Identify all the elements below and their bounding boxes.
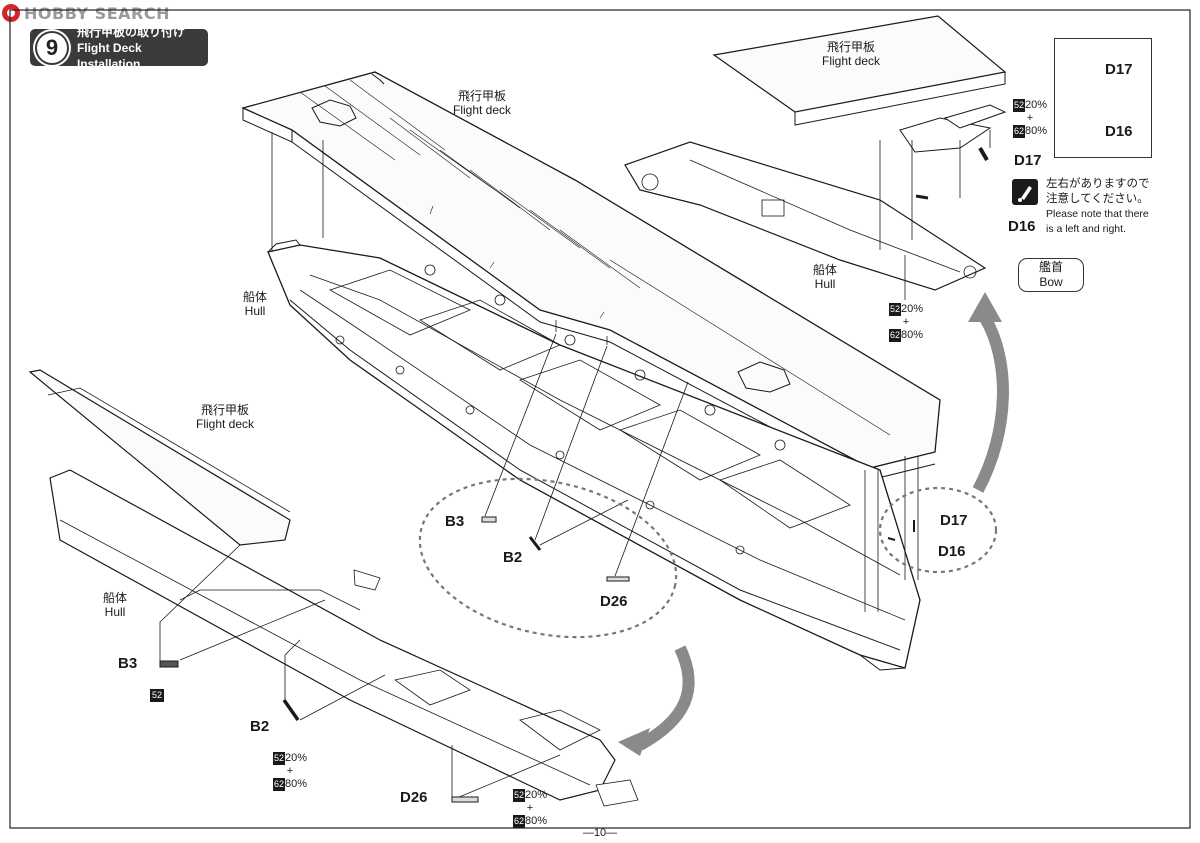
step-number: 9 xyxy=(35,30,69,65)
note-jp-line2: 注意してください。 xyxy=(1046,193,1149,205)
detail-arrow-left-head xyxy=(618,728,650,756)
detail-left-view xyxy=(28,369,639,807)
detail-arrow-right-head xyxy=(968,292,1002,322)
main-hull xyxy=(267,239,921,671)
page-number: —10— xyxy=(582,827,618,839)
brand-watermark: HOBBY SEARCH xyxy=(2,2,170,24)
detail-callout-ellipse-left xyxy=(418,477,678,639)
detail-bow-view xyxy=(624,15,1007,300)
bow-label-box: 艦首 Bow xyxy=(1018,258,1084,292)
brand-name: HOBBY SEARCH xyxy=(24,3,170,23)
bow-label-en: Bow xyxy=(1039,275,1063,289)
inset-label-d17: D17 xyxy=(1105,61,1133,78)
small-parts-upper xyxy=(481,516,915,582)
note-en-line2: is a left and right. xyxy=(1046,223,1126,235)
part-inset-box: D17 D16 xyxy=(1054,38,1152,158)
detail-arrow-right xyxy=(972,314,1009,493)
page-frame xyxy=(9,9,1191,829)
inset-label-d16: D16 xyxy=(1105,123,1133,140)
note-jp-line1: 左右がありますので xyxy=(1046,178,1150,190)
detail-arrow-left xyxy=(637,645,695,751)
detail-callout-ellipse-right xyxy=(878,486,998,574)
step-title-en: Flight Deck Installation xyxy=(76,40,142,71)
brand-logo-icon xyxy=(2,4,20,22)
locator-lines-upper xyxy=(271,132,919,612)
main-flight-deck xyxy=(241,71,941,481)
step-title-jp: 飛行甲板の取り付け xyxy=(76,24,185,39)
caution-icon xyxy=(1012,179,1038,205)
step-header: 9 飛行甲板の取り付け Flight Deck Installation xyxy=(30,25,208,71)
note-en-line1: Please note that there xyxy=(1046,208,1149,220)
bow-label-jp: 艦首 xyxy=(1038,260,1063,274)
